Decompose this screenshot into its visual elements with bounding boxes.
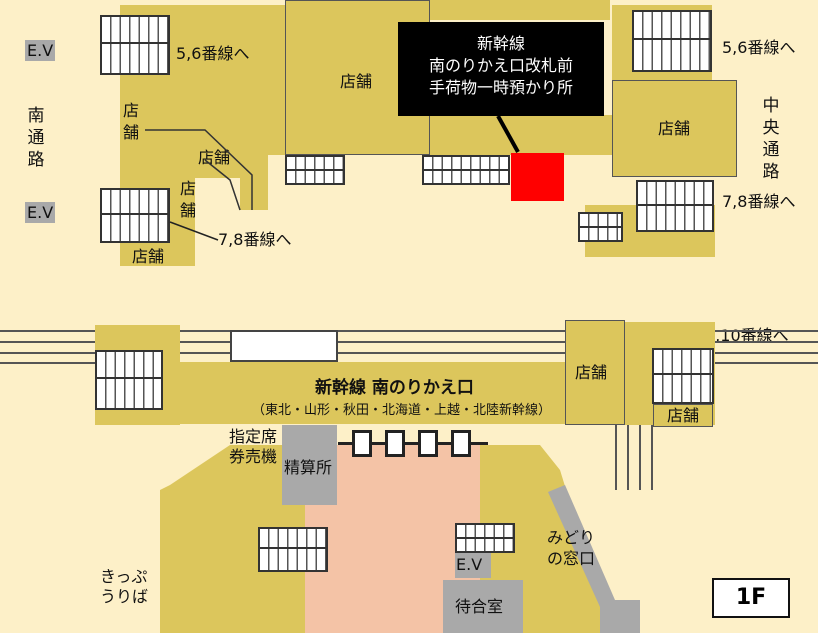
shop-label-lower-left: 店舗: [132, 247, 165, 266]
waiting-room-area: [443, 580, 523, 633]
ev-label-upper: E.V: [25, 40, 56, 61]
shop-block-right-box: [612, 80, 737, 177]
track-vertical: [651, 425, 653, 490]
waiting-room-label: 待合室: [455, 597, 504, 616]
corridor-central-label: 中央通路: [762, 96, 780, 182]
fare-adjustment-label: 精算所: [284, 458, 333, 477]
platform-56-left: 5,6番線へ: [176, 44, 250, 63]
ev-label-concourse: E.V: [456, 555, 483, 574]
shop-block-center-top: [430, 0, 610, 20]
stairs-lower-right[interactable]: [652, 348, 714, 404]
platform-56-right: 5,6番線へ: [722, 38, 796, 57]
stairs-upper-right[interactable]: [632, 10, 712, 72]
ticket-gate[interactable]: [451, 430, 471, 457]
shop-block-center-right: [430, 115, 612, 155]
pointer-notice: [496, 115, 520, 153]
concourse-left-shape: [160, 445, 305, 633]
ticket-sales-label: きっぷうりば: [100, 567, 149, 606]
path-line-upper-left-2: [204, 159, 241, 211]
shop-label-mid-left: 店舗: [198, 148, 231, 167]
ticket-gate[interactable]: [418, 430, 438, 457]
shop-block-upper-left-2: [120, 155, 268, 178]
ticket-gate-rail: [338, 442, 488, 445]
ev-lower[interactable]: [455, 553, 491, 578]
track-line: [0, 352, 818, 354]
stairs-left-middle[interactable]: [100, 188, 170, 243]
ticket-gate[interactable]: [352, 430, 372, 457]
shop-label-vertical-2: 店舗: [179, 179, 196, 220]
ticket-gate[interactable]: [385, 430, 405, 457]
gate-title: 新幹線 南のりかえ口: [315, 378, 474, 398]
path-line-upper-left: [145, 129, 253, 210]
pointer-78: [169, 221, 219, 241]
shop-label-lower-right: 店舗: [575, 363, 608, 382]
stairs-center-left[interactable]: [285, 155, 345, 185]
platform-78-left: 7,8番線へ: [218, 230, 292, 249]
luggage-storage-marker[interactable]: [511, 153, 564, 201]
notice-line-2: 南のりかえ口改札前: [428, 56, 573, 75]
corridor-south-label: 南通路: [27, 106, 45, 170]
gate-lines: （東北・山形・秋田・北海道・上越・北陸新幹線）: [252, 403, 552, 418]
shop-block-gate-area: [180, 362, 570, 424]
ticket-office-slope: [548, 485, 615, 607]
track-vertical: [639, 425, 641, 490]
track-line: [0, 341, 818, 343]
stairs-upper-left[interactable]: [100, 15, 170, 75]
shop-label-small-box: 店舗: [653, 404, 714, 427]
platform-78-right: 7,8番線へ: [722, 192, 796, 211]
track-line: [0, 330, 818, 332]
shop-label-center: 店舗: [340, 72, 373, 91]
shop-block-lower-right: [565, 320, 625, 425]
stairs-right-middle[interactable]: [636, 180, 714, 232]
floor-indicator: 1F: [712, 578, 790, 618]
ticket-office-label: みどりの窓口: [546, 528, 595, 568]
shop-label-vertical-1: 店舗: [122, 101, 139, 142]
track-vertical: [615, 425, 617, 490]
ticket-office-base: [600, 600, 640, 633]
notice-line-1: 新幹線: [476, 34, 525, 53]
notice-line-3: 手荷物一時預かり所: [428, 78, 573, 97]
stairs-center-walkway[interactable]: [422, 155, 510, 185]
track-vertical: [627, 425, 629, 490]
stairs-concourse-left[interactable]: [258, 527, 328, 572]
shop-block-upper-left-3: [240, 150, 268, 210]
track-crossing-box: [230, 330, 338, 362]
stairs-right-small[interactable]: [578, 212, 623, 242]
reserved-ticket-machine-area: [282, 425, 337, 505]
reserved-ticket-machine-label: 指定席券売機: [229, 427, 278, 466]
shop-label-right: 店舗: [658, 119, 691, 138]
stairs-lower-left[interactable]: [95, 350, 163, 410]
luggage-notice-box: 新幹線 南のりかえ口改札前 手荷物一時預かり所: [398, 22, 604, 116]
ev-label-lower: E.V: [25, 202, 56, 223]
concourse-floor: [305, 445, 480, 633]
stairs-concourse-center[interactable]: [455, 523, 515, 553]
